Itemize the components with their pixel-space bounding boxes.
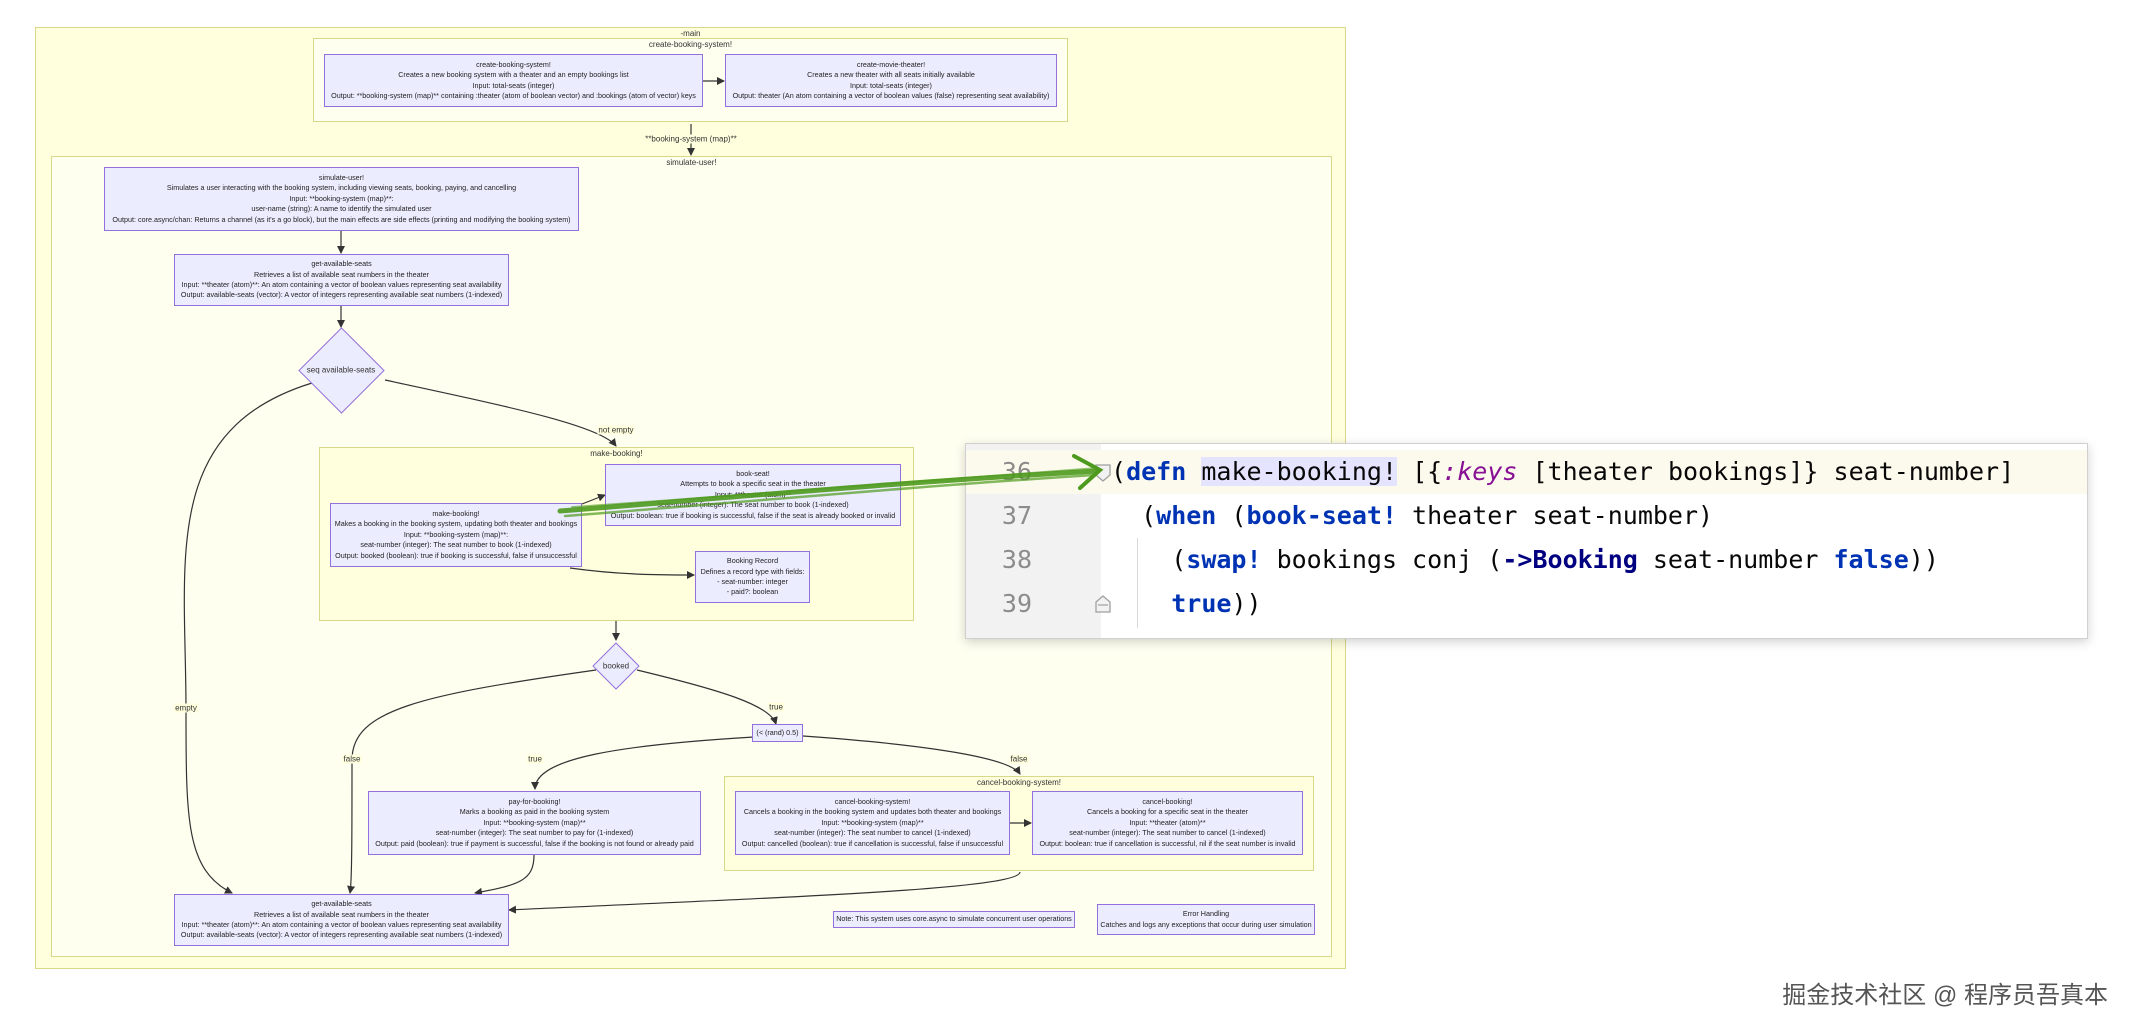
subgraph-title: simulate-user! <box>666 158 717 167</box>
code-line: 39 true)) <box>966 582 2087 626</box>
edge-rand-true <box>531 736 755 790</box>
code-token: [theater bookings]} seat-number] <box>1517 457 2015 486</box>
node-cancel-booking-system: cancel-booking-system! Cancels a booking… <box>735 791 1010 855</box>
edge-make-booking-to-book-seat <box>581 493 606 505</box>
node-simulate-user: simulate-user! Simulates a user interact… <box>104 167 579 231</box>
edge-rand-false <box>802 735 1021 775</box>
node-rand-check: (< (rand) 0.5) <box>752 724 803 742</box>
node-get-available-seats-2: get-available-seats Retrieves a list of … <box>174 894 509 946</box>
edge-label-not-empty: not empty <box>597 425 635 435</box>
subgraph-title: cancel-booking-system! <box>976 778 1062 787</box>
code-line: 36(defn make-booking! [{:keys [theater b… <box>966 450 2087 494</box>
decision-seq-available-seats <box>298 327 385 414</box>
node-booking-record: Booking Record Defines a record type wit… <box>695 551 810 603</box>
fold-end-marker-icon[interactable] <box>1094 594 1112 614</box>
node-create-movie-theater: create-movie-theater! Creates a new thea… <box>725 54 1057 107</box>
edge-label-empty: empty <box>174 703 198 713</box>
subgraph-title: create-booking-system! <box>648 40 733 49</box>
edge-label-false: false <box>1009 754 1029 764</box>
code-token: ( <box>1111 501 1157 530</box>
code-token: :keys <box>1442 457 1518 486</box>
code-token: seat-number <box>1637 545 1834 574</box>
code-token: )) <box>1908 545 1939 574</box>
code-token: ( <box>1216 501 1247 530</box>
code-text: true)) <box>1111 582 1262 626</box>
edge-cancel-to-get-seats <box>508 871 1021 914</box>
code-text: (swap! bookings conj (->Booking seat-num… <box>1111 538 1939 582</box>
subgraph-title: -main <box>680 29 701 38</box>
code-token: bookings conj ( <box>1261 545 1503 574</box>
decision-label: booked <box>602 661 630 671</box>
watermark: 掘金技术社区 @ 程序员吾真本 <box>1782 982 2108 1009</box>
edge-label-true: true <box>527 754 543 764</box>
code-token: ( <box>1111 545 1187 574</box>
edge-pay-to-get-seats <box>474 854 535 896</box>
decision-label: seq available-seats <box>306 365 376 375</box>
code-token: false <box>1833 545 1909 574</box>
subgraph-title: make-booking! <box>590 449 643 458</box>
edge-booked-true <box>636 669 778 725</box>
code-token: swap! <box>1186 545 1262 574</box>
edge-make-booking-to-record <box>569 567 695 579</box>
node-create-booking-system: create-booking-system! Creates a new boo… <box>324 54 703 107</box>
edge-seq-empty <box>183 382 313 894</box>
code-token: true <box>1171 589 1232 618</box>
code-token: )) <box>1231 589 1262 618</box>
code-token: ->Booking <box>1502 545 1638 574</box>
code-token: make-booking! <box>1201 457 1398 486</box>
code-line: 38 (swap! bookings conj (->Booking seat-… <box>966 538 2087 582</box>
code-token: [{ <box>1397 457 1443 486</box>
node-pay-for-booking: pay-for-booking! Marks a booking as paid… <box>368 791 701 855</box>
edge-booked-false <box>347 669 597 894</box>
code-token: defn <box>1126 457 1187 486</box>
code-token: theater seat-number) <box>1397 501 1714 530</box>
decision-booked <box>592 642 640 690</box>
line-number: 39 <box>1001 589 1032 618</box>
edge-label-booking-system-map: **booking-system (map)** <box>644 134 738 144</box>
code-token: when <box>1156 501 1217 530</box>
line-number: 38 <box>1001 545 1032 574</box>
node-note: Note: This system uses core.async to sim… <box>833 911 1075 928</box>
edge-seq-not-empty <box>384 379 617 447</box>
node-make-booking: make-booking! Makes a booking in the boo… <box>330 503 582 567</box>
node-error-handling: Error Handling Catches and logs any exce… <box>1097 904 1315 935</box>
node-cancel-booking: cancel-booking! Cancels a booking for a … <box>1032 791 1303 855</box>
line-number: 37 <box>1001 501 1032 530</box>
code-token: ( <box>1111 457 1127 486</box>
code-token: book-seat! <box>1246 501 1397 530</box>
code-text: (defn make-booking! [{:keys [theater boo… <box>1111 450 2014 494</box>
code-line: 37 (when (book-seat! theater seat-number… <box>966 494 2087 538</box>
edge-label-true: true <box>768 702 784 712</box>
indent-guide <box>1137 538 1138 628</box>
edge-label-false: false <box>342 754 362 764</box>
node-get-available-seats: get-available-seats Retrieves a list of … <box>174 254 509 306</box>
code-text: (when (book-seat! theater seat-number) <box>1111 494 1713 538</box>
